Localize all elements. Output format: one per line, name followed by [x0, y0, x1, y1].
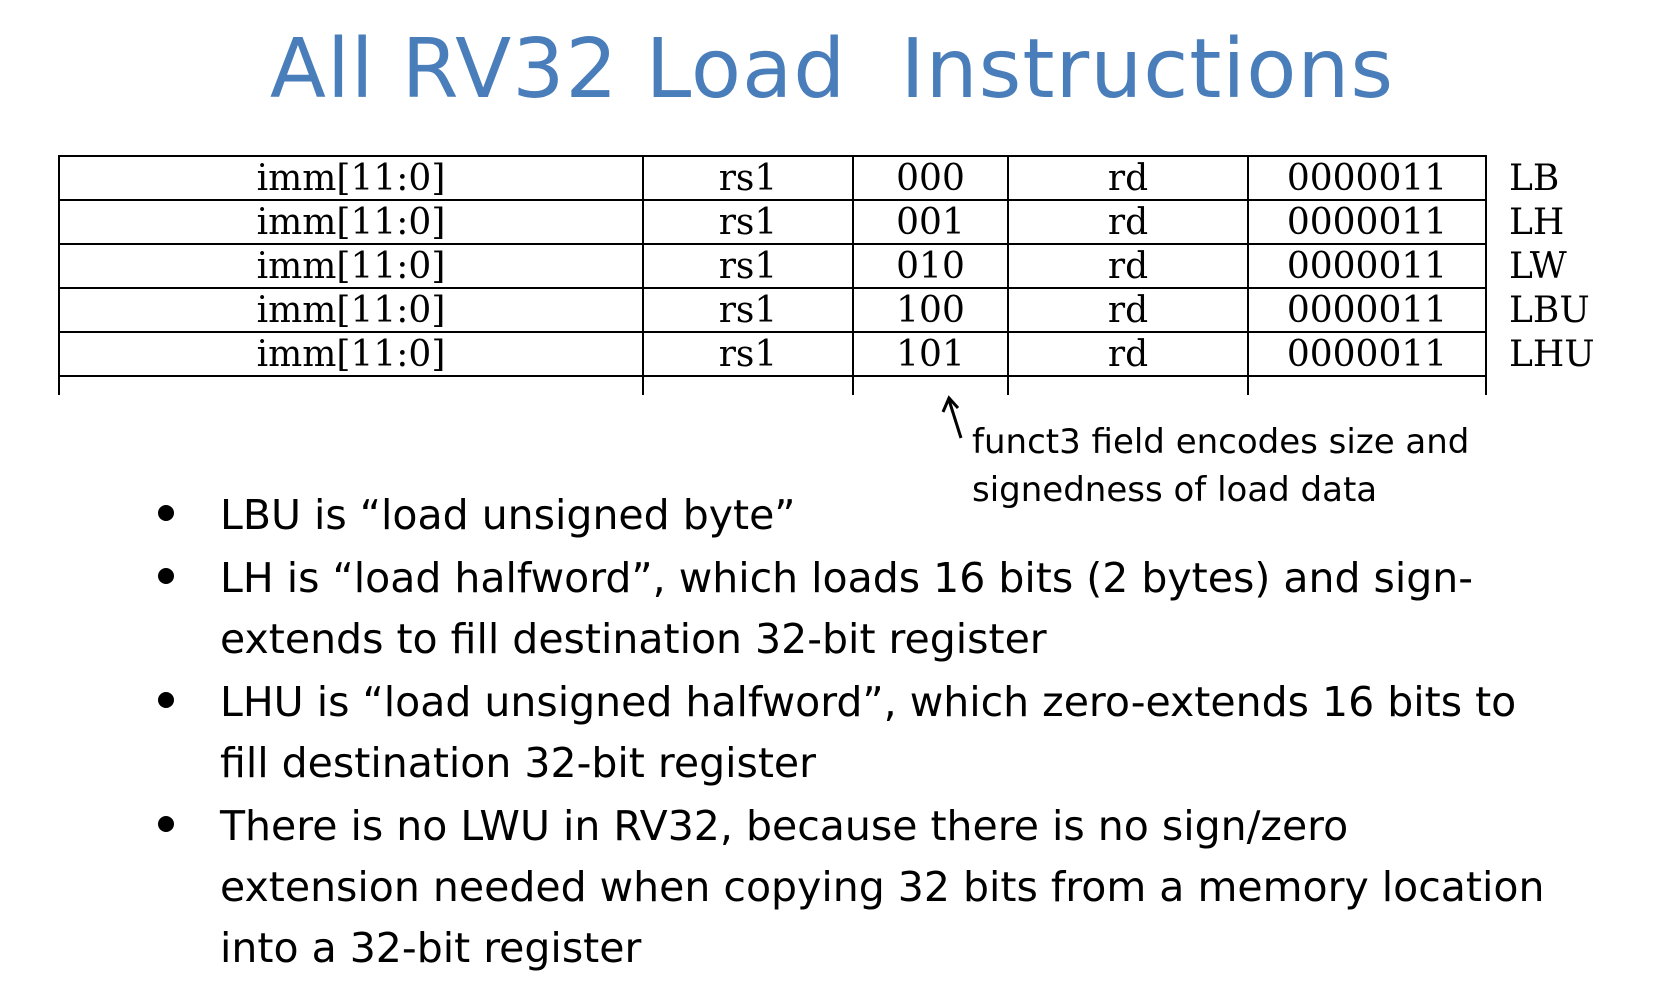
imm-cell: imm[11:0] [58, 243, 644, 289]
table-row: imm[11:0] rs1 101 rd 0000011 LHU [58, 331, 1616, 377]
funct3-cell: 100 [852, 287, 1009, 333]
bullet-text: LBU is “load unsigned byte” [220, 491, 796, 539]
clipped-cell [1247, 375, 1487, 395]
bullet-dot-icon [158, 692, 174, 708]
bullet-dot-icon [158, 568, 174, 584]
instruction-name: LH [1509, 201, 1565, 243]
bullet-item: LBU is “load unsigned byte” [150, 485, 1550, 546]
instruction-name: LB [1509, 157, 1560, 199]
clipped-cell [1007, 375, 1249, 395]
rs1-cell: rs1 [642, 243, 854, 289]
clipped-cell [58, 375, 644, 395]
bullet-item: LH is “load halfword”, which loads 16 bi… [150, 548, 1550, 670]
bullet-text: LHU is “load unsigned halfword”, which z… [220, 678, 1517, 787]
rd-cell: rd [1007, 155, 1249, 201]
annotation-line-2: signedness of load data [972, 470, 1378, 510]
instruction-name: LW [1509, 245, 1567, 287]
opcode-cell: 0000011 [1247, 243, 1487, 289]
funct3-cell: 101 [852, 331, 1009, 377]
funct3-cell: 001 [852, 199, 1009, 245]
clipped-cell [642, 375, 854, 395]
annotation-line-1: funct3 field encodes size and [972, 422, 1470, 462]
table-row: imm[11:0] rs1 000 rd 0000011 LB [58, 155, 1616, 201]
rs1-cell: rs1 [642, 287, 854, 333]
bullet-dot-icon [158, 505, 174, 521]
table-row: imm[11:0] rs1 100 rd 0000011 LBU [58, 287, 1616, 333]
clipped-cell [1486, 376, 1616, 395]
instruction-encoding-table: imm[11:0] rs1 000 rd 0000011 LB imm[11:0… [58, 155, 1617, 395]
bullet-item: LHU is “load unsigned halfword”, which z… [150, 672, 1550, 794]
instruction-encoding-table-region: imm[11:0] rs1 000 rd 0000011 LB imm[11:0… [58, 155, 1618, 395]
table-row: imm[11:0] rs1 001 rd 0000011 LH [58, 199, 1616, 245]
rd-cell: rd [1007, 287, 1249, 333]
opcode-cell: 0000011 [1247, 287, 1487, 333]
opcode-cell: 0000011 [1247, 199, 1487, 245]
bullet-text: LH is “load halfword”, which loads 16 bi… [220, 554, 1474, 663]
rd-cell: rd [1007, 199, 1249, 245]
table-row: imm[11:0] rs1 010 rd 0000011 LW [58, 243, 1616, 289]
rs1-cell: rs1 [642, 155, 854, 201]
slide-title: All RV32 Load Instructions [269, 22, 1395, 117]
rs1-cell: rs1 [642, 199, 854, 245]
imm-cell: imm[11:0] [58, 155, 644, 201]
rd-cell: rd [1007, 331, 1249, 377]
bullet-dot-icon [158, 816, 174, 832]
rd-cell: rd [1007, 243, 1249, 289]
imm-cell: imm[11:0] [58, 199, 644, 245]
up-arrow-icon [941, 395, 963, 439]
funct3-annotation: funct3 field encodes size and signedness… [972, 418, 1532, 514]
funct3-cell: 000 [852, 155, 1009, 201]
opcode-cell: 0000011 [1247, 331, 1487, 377]
instruction-name: LHU [1509, 333, 1595, 375]
clipped-cell [852, 375, 1009, 395]
bullet-list: LBU is “load unsigned byte” LH is “load … [150, 485, 1550, 981]
imm-cell: imm[11:0] [58, 287, 644, 333]
clipped-table-row [58, 375, 1616, 395]
instruction-name: LBU [1509, 289, 1590, 331]
imm-cell: imm[11:0] [58, 331, 644, 377]
bullet-item: There is no LWU in RV32, because there i… [150, 796, 1550, 979]
bullet-text: There is no LWU in RV32, because there i… [220, 802, 1545, 972]
funct3-cell: 010 [852, 243, 1009, 289]
rs1-cell: rs1 [642, 331, 854, 377]
opcode-cell: 0000011 [1247, 155, 1487, 201]
